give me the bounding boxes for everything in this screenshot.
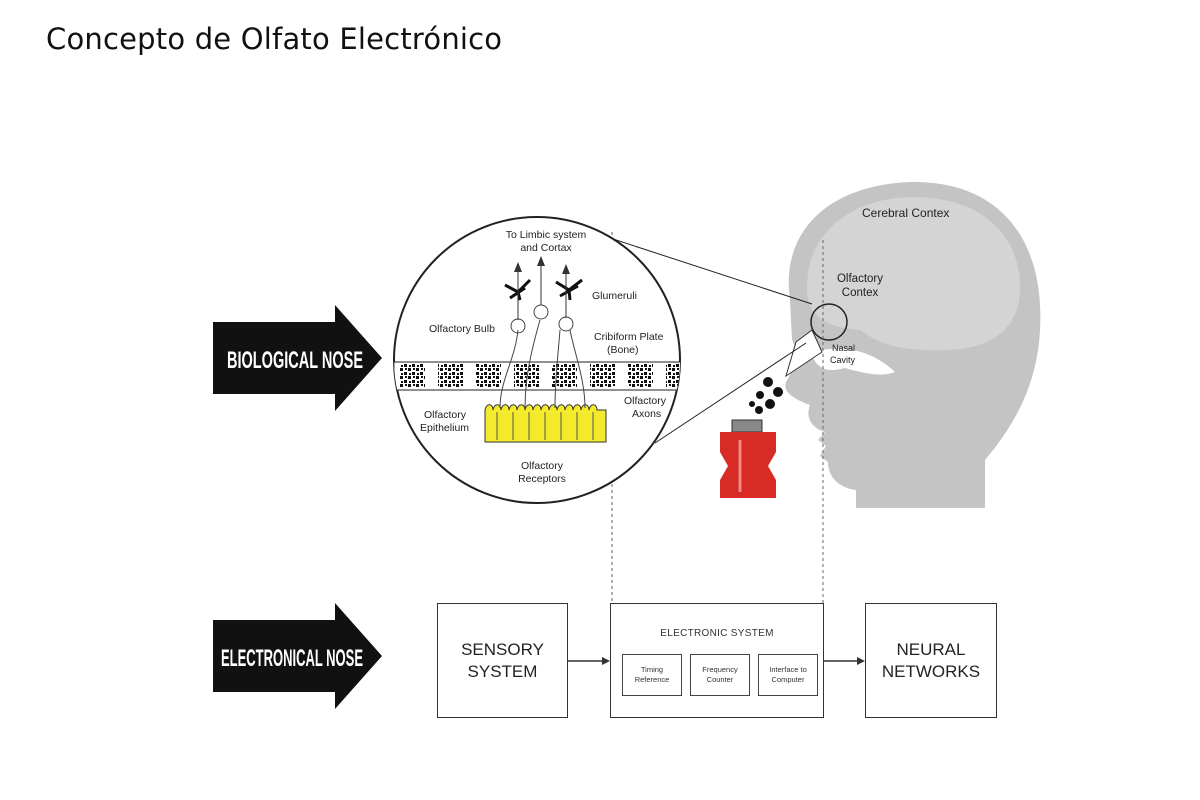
- electronic-system-box: ELECTRONIC SYSTEM Timing Reference Frequ…: [610, 603, 824, 718]
- cribiform-label-2: (Bone): [607, 344, 639, 356]
- electronic-system-title: ELECTRONIC SYSTEM: [660, 628, 774, 639]
- head-silhouette: [785, 181, 1041, 508]
- neural-networks-box: NEURAL NETWORKS: [865, 603, 997, 718]
- receptors-label-1: Olfactory: [521, 460, 564, 472]
- olfaction-inset: To Limbic system and Cortax Glumeruli Ol…: [393, 216, 681, 504]
- slide-title: Concepto de Olfato Electrónico: [46, 22, 503, 56]
- brain: [807, 197, 1021, 351]
- odor-particles: [749, 377, 783, 414]
- timing-reference-box: Timing Reference: [622, 654, 682, 696]
- olfactory-bulb-label: Olfactory Bulb: [429, 323, 495, 335]
- odor-bottle: [720, 419, 776, 498]
- olfactory-contex-circle: [810, 303, 848, 341]
- nasal-cavity-shape: [810, 348, 895, 375]
- interface-to-computer-box: Interface to Computer: [758, 654, 818, 696]
- olfactory-contex-label-2: Contex: [842, 287, 879, 299]
- timing-reference-label: Timing Reference: [634, 665, 670, 684]
- axons-label-2: Axons: [632, 408, 661, 420]
- cribiform-label-1: Cribiform Plate: [594, 331, 664, 343]
- sensory-system-label: SENSORY SYSTEM: [461, 639, 544, 681]
- olfactory-contex-label-1: Olfactory: [837, 273, 883, 285]
- electronical-nose-arrow: ELECTRONICAL NOSE: [213, 603, 382, 709]
- epithelium-label-2: Epithelium: [420, 422, 469, 434]
- axons-label-1: Olfactory: [624, 395, 667, 407]
- nasal-cavity-label-1: Nasal: [832, 343, 855, 353]
- cerebral-contex-label: Cerebral Contex: [862, 206, 949, 220]
- electronical-nose-label: ELECTRONICAL NOSE: [221, 645, 363, 672]
- sensory-system-box: SENSORY SYSTEM: [437, 603, 568, 718]
- limbic-label-2: and Cortax: [520, 242, 572, 254]
- receptors-label-2: Receptors: [518, 473, 566, 485]
- nasal-cavity-label-2: Cavity: [830, 355, 856, 365]
- neural-networks-label: NEURAL NETWORKS: [881, 639, 981, 681]
- biological-nose-label: BIOLOGICAL NOSE: [227, 347, 363, 374]
- epithelium-label-1: Olfactory: [424, 409, 467, 421]
- frequency-counter-label: Frequency Counter: [702, 665, 738, 684]
- limbic-label-1: To Limbic system: [506, 229, 587, 241]
- frequency-counter-box: Frequency Counter: [690, 654, 750, 696]
- interface-to-computer-label: Interface to Computer: [769, 665, 807, 684]
- glumeruli-label: Glumeruli: [592, 290, 637, 302]
- biological-nose-arrow: BIOLOGICAL NOSE: [213, 305, 382, 411]
